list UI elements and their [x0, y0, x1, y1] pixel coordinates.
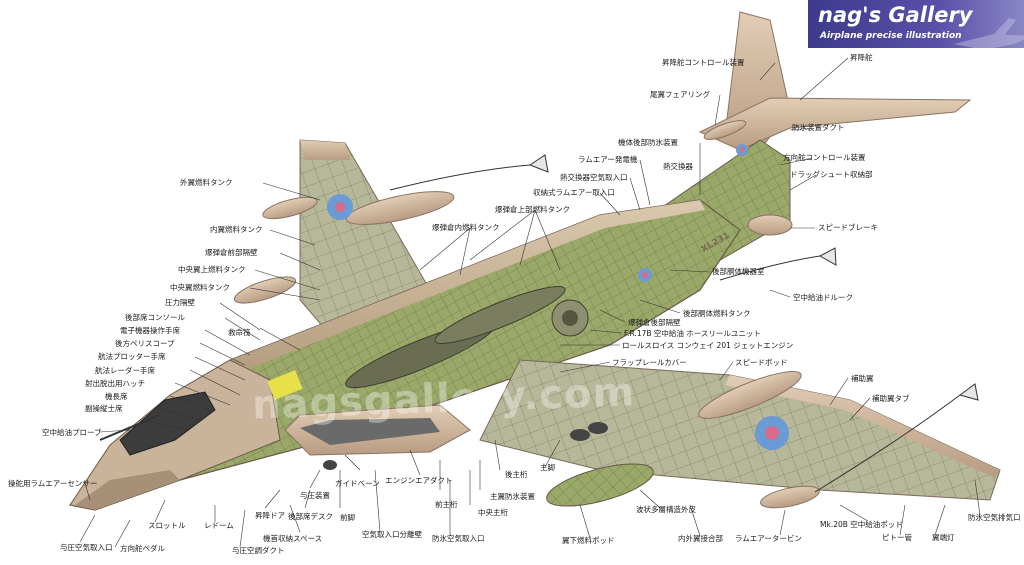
far-wing-pod — [233, 276, 297, 304]
label-elevator-door: 昇降ドア — [255, 511, 285, 520]
brand-plane-icon — [954, 18, 1024, 48]
roundel-fuselage — [638, 268, 652, 282]
roundel-near-wing — [755, 416, 789, 450]
nose-landing-gear — [323, 460, 337, 470]
label-pressure-device: 与圧装置 — [300, 491, 330, 500]
label-bomb-bay-rear-bulkhead: 爆弾倉後部隔壁 — [628, 318, 681, 327]
label-elevator: 昇降舵 — [850, 53, 873, 62]
label-center-wing-upper-fuel: 中央翼上燃料タンク — [178, 265, 246, 274]
label-ram-air-generator: ラムエアー発電機 — [578, 155, 638, 164]
label-main-anti-ice: 主翼防氷装置 — [490, 492, 535, 501]
refuel-pod — [760, 485, 820, 509]
crew-hatch — [267, 370, 303, 400]
label-elevator-control: 昇降舵コントロール装置 — [662, 58, 745, 67]
label-rear-fuselage-fuel: 後部胴体燃料タンク — [683, 309, 751, 318]
label-aux-wing: 補助翼 — [851, 374, 874, 383]
label-life-raft: 救命筏 — [228, 328, 251, 337]
label-anti-ice-intake: 防氷空気取入口 — [432, 534, 485, 543]
label-pitot: ピトー管 — [882, 533, 912, 542]
label-captain-seat: 機長席 — [105, 392, 128, 401]
refuel-drogue-wingtip — [814, 383, 979, 493]
label-copilot-seat: 副操縦士席 — [85, 404, 123, 413]
refuel-probe — [99, 414, 161, 441]
label-conway-engine: ロールスロイス コンウェイ 201 ジェットエンジン — [622, 341, 794, 350]
label-rear-seat-desk: 後部席デスク — [288, 512, 333, 521]
upper-fuel-pod — [345, 191, 455, 225]
label-escape-hatch: 射出脱出用ハッチ — [85, 379, 145, 388]
label-nav-radar: 航法レーダー手席 — [95, 366, 155, 375]
label-refuel-drogue: 空中給油ドルーク — [793, 293, 853, 302]
label-wingtip-light: 翼端灯 — [932, 533, 955, 542]
label-rudder-control: 方向舵コントロール装置 — [783, 153, 866, 162]
label-center-spar: 中央主桁 — [478, 508, 508, 517]
label-rear-spar: 後主桁 — [505, 470, 528, 479]
label-inner-outer-joint: 内外翼接合部 — [678, 534, 723, 543]
leader-lines — [79, 57, 981, 548]
roundel-far-wing — [327, 194, 353, 220]
outer-wing-fuel-tank — [262, 196, 318, 220]
underwing-fuel-pod — [546, 463, 654, 507]
label-hose-reel-unit: F.R.17B 空中給油 ホースリールユニット — [624, 329, 761, 338]
label-pressure-bulkhead: 圧力隔壁 — [165, 298, 195, 307]
speed-brake-pod — [747, 214, 793, 236]
label-center-wing-fuel: 中央翼燃料タンク — [170, 283, 230, 292]
label-rear-equipment-bay: 後部胴体機器室 — [712, 267, 765, 276]
label-bomb-bay-inner-fuel: 爆弾倉内燃料タンク — [432, 223, 500, 232]
label-rear-fuselage-anti-ice: 機体後部防氷装置 — [618, 138, 678, 147]
label-ram-air-sensor: 操舵用ラムエアーセンサー — [8, 479, 98, 488]
label-anti-ice-duct: 防氷装置ダクト — [792, 123, 845, 132]
label-outer-wing-fuel: 外翼燃料タンク — [180, 178, 233, 187]
label-refuel-probe: 空中給油プローブ — [42, 428, 102, 437]
label-ew-operator: 電子機器操作手席 — [120, 326, 180, 335]
label-bomb-bay-upper-fuel: 爆弾倉上部燃料タンク — [495, 205, 570, 214]
label-mk20b-pod: Mk.20B 空中給油ポッド — [820, 520, 903, 529]
brand-banner: nag's Gallery Airplane precise illustrat… — [808, 0, 1024, 48]
label-nose-gear-bay: 機首収納スペース — [263, 534, 323, 543]
label-engine-air-duct: エンジンエアダクト — [385, 476, 453, 485]
label-corrugated-structure: 波状多層構造外皮 — [636, 505, 696, 514]
label-ram-air-turbine: ラムエアータービン — [735, 534, 802, 543]
label-rear-periscope: 後方ペリスコープ — [115, 339, 175, 348]
brand-title: nag's Gallery — [818, 3, 973, 27]
label-anti-ice-air-outlet: 防氷空気排気口 — [968, 513, 1021, 522]
label-heat-exchanger: 熱交換器 — [663, 162, 693, 171]
label-nose-gear: 前脚 — [340, 513, 355, 522]
label-heat-exchanger-intake: 熱交換器空気取入口 — [560, 173, 628, 182]
roundel-tail — [736, 144, 748, 156]
label-guide-vane: ガイドベーン — [335, 479, 380, 488]
label-underwing-pod: 翼下燃料ポッド — [562, 536, 615, 545]
label-flap-rail-cover: フラップレールカバー — [612, 358, 687, 367]
label-intake-splitter: 空気取入口分離壁 — [362, 530, 422, 539]
label-retractable-ram-air-intake: 収納式ラムエアー取入口 — [533, 188, 615, 197]
tail-pod — [703, 120, 747, 140]
engines-in-fuselage — [345, 286, 589, 389]
refuel-drogue-upper — [389, 154, 549, 191]
label-speed-brake: スピードブレーキ — [818, 223, 878, 232]
speed-pod — [698, 371, 802, 419]
refuel-drogue-right — [719, 247, 837, 281]
label-radome: レドーム — [204, 521, 234, 530]
label-nav-plotter: 航法プロッター手席 — [98, 352, 166, 361]
label-rudder-pedal: 方向舵ペダル — [120, 544, 165, 553]
brand-subtitle: Airplane precise illustration — [820, 31, 962, 41]
label-bomb-bay-front-bulkhead: 爆弾倉前部隔壁 — [205, 248, 258, 257]
label-main-gear: 主脚 — [540, 463, 555, 472]
label-drag-chute: ドラッグシュート収納部 — [790, 170, 873, 179]
label-pressure-air-intake: 与圧空気取入口 — [60, 543, 113, 552]
label-front-spar: 前主桁 — [435, 500, 458, 509]
label-throttle: スロットル — [148, 521, 186, 530]
main-landing-gear — [570, 422, 608, 441]
cockpit-glazing — [119, 391, 216, 456]
label-rear-crew-console: 後部席コンソール — [125, 313, 185, 322]
label-pressure-air-duct: 与圧空調ダクト — [232, 546, 285, 555]
label-tail-fairing: 尾翼フェアリング — [650, 90, 710, 99]
label-aileron-tab: 補助翼タブ — [872, 394, 910, 403]
label-speed-pod: スピードポッド — [735, 358, 788, 367]
label-inner-wing-fuel: 内翼燃料タンク — [210, 225, 263, 234]
